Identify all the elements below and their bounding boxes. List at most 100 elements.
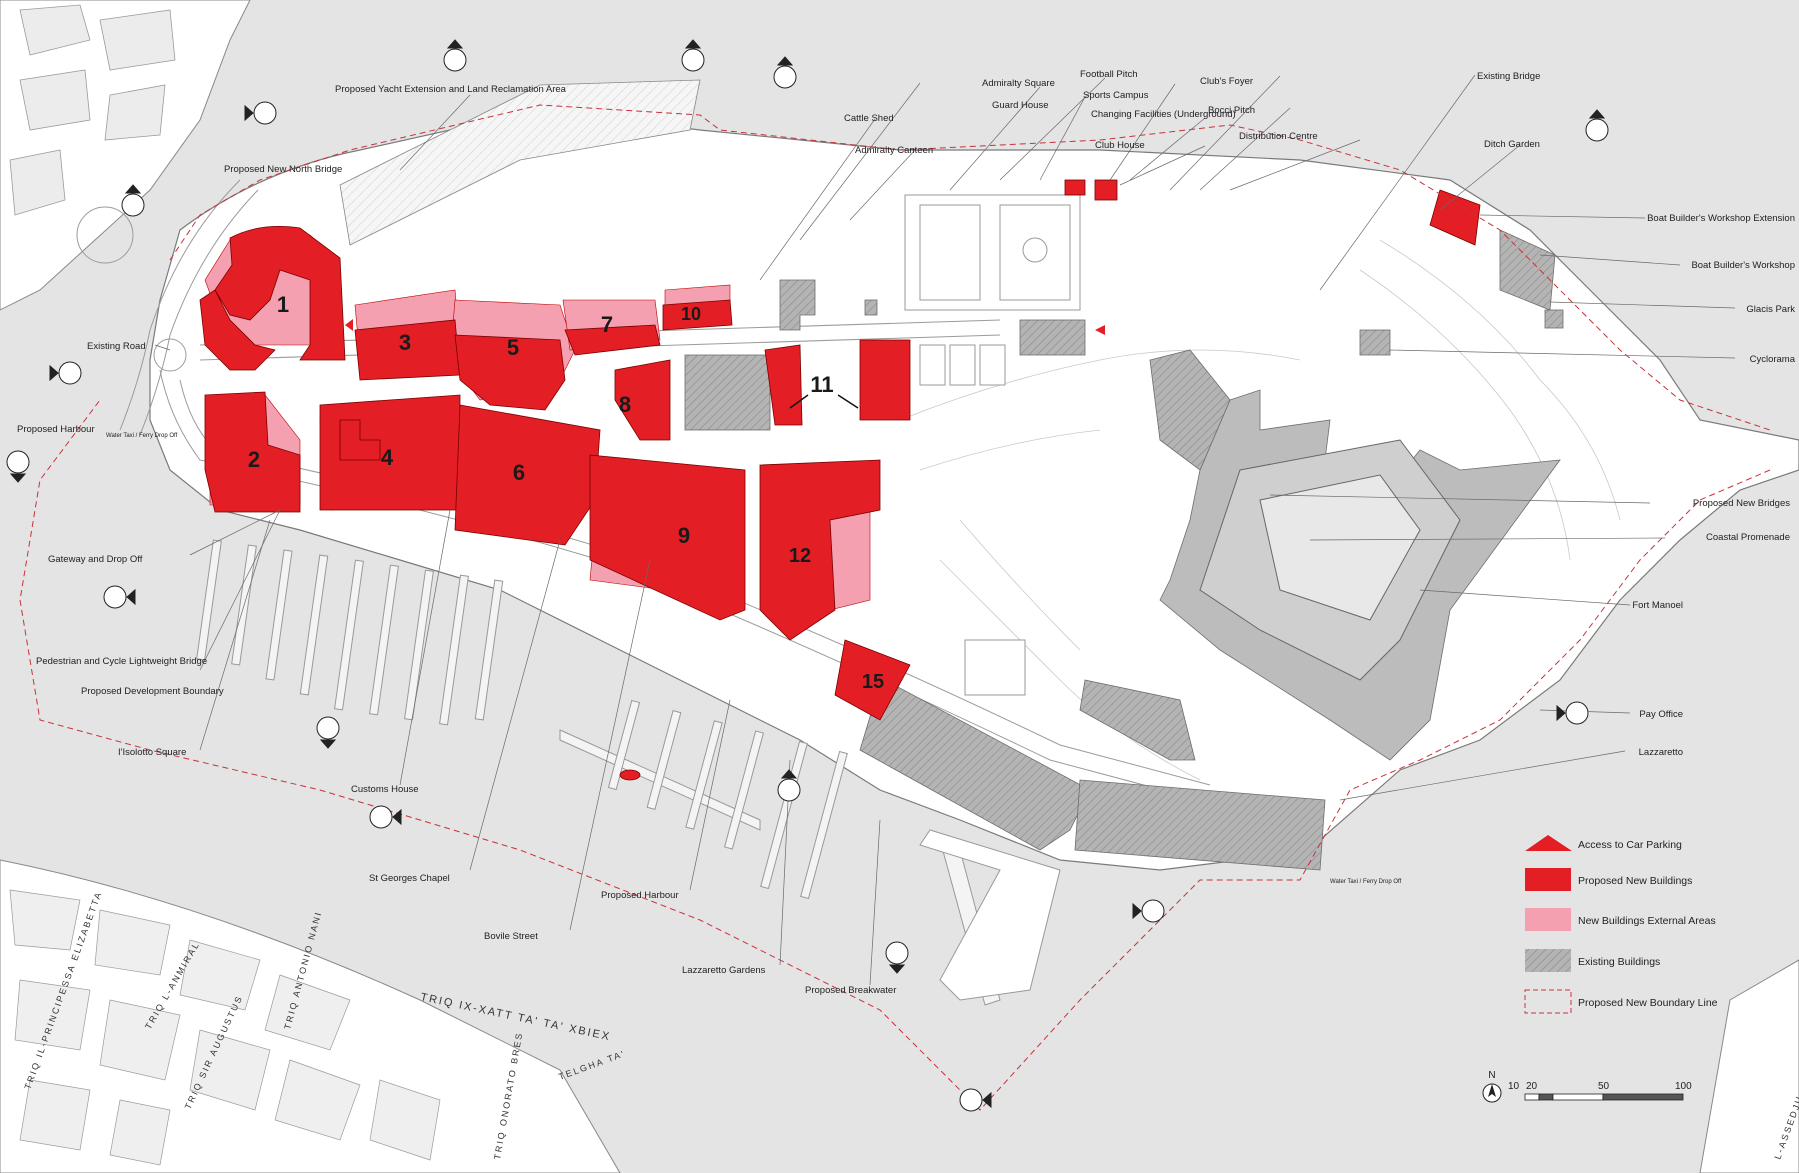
section-marker-icon <box>1132 899 1165 923</box>
plot-8 <box>614 359 671 441</box>
label-new-bridges: Proposed New Bridges <box>1693 498 1790 509</box>
car-parking-icon <box>1525 835 1572 851</box>
label-sports-campus: Sports Campus <box>1083 90 1149 101</box>
plot-5 <box>454 334 566 411</box>
label-coastal-promenade: Coastal Promenade <box>1706 532 1790 543</box>
label-admiralty-square: Admiralty Square <box>982 78 1055 89</box>
section-marker-icon <box>103 585 136 609</box>
label-water-taxi-1: Water Taxi / Ferry Drop Off <box>106 433 178 439</box>
legend-item-external-areas: New Buildings External Areas <box>1525 908 1716 931</box>
label-boat-workshop: Boat Builder's Workshop <box>1691 260 1795 271</box>
plot-11a <box>764 344 803 426</box>
plot-number-2: 2 <box>248 447 260 472</box>
new-buildings <box>199 179 1481 781</box>
land-reclamation-area <box>339 79 701 246</box>
svg-text:Proposed New Buildings: Proposed New Buildings <box>1578 875 1692 887</box>
label-pay-office: Pay Office <box>1639 709 1683 720</box>
svg-text:N: N <box>1488 1070 1495 1081</box>
section-marker-icon <box>244 101 277 125</box>
label-club-house: Club House <box>1095 140 1145 151</box>
svg-text:100: 100 <box>1675 1081 1692 1092</box>
legend-item-existing-buildings: Existing Buildings <box>1525 949 1660 972</box>
leader-lines <box>154 74 1736 986</box>
mainland-south <box>0 859 621 1173</box>
label-cyclorama: Cyclorama <box>1750 354 1796 365</box>
annotations: Proposed Yacht Extension and Land Reclam… <box>17 69 1796 996</box>
section-marker-icon <box>49 361 82 385</box>
label-bocci-pitch: Bocci Pitch <box>1208 105 1255 116</box>
label-breakwater: Proposed Breakwater <box>805 985 896 996</box>
proposed-boundary <box>19 104 1771 1111</box>
label-guard-house: Guard House <box>992 100 1049 111</box>
plot-10 <box>662 299 733 331</box>
plot-12 <box>759 459 881 641</box>
label-admiralty-canteen: Admiralty Canteen <box>855 145 933 156</box>
section-marker-icon <box>369 805 402 829</box>
plot-4 <box>319 394 461 511</box>
plot-numbers: 1 2 3 4 5 6 7 8 9 10 11 12 15 <box>248 292 884 693</box>
section-marker-icon <box>773 56 797 89</box>
label-fort-manoel: Fort Manoel <box>1632 600 1683 611</box>
plot-number-1: 1 <box>277 292 289 317</box>
legend-item-car-parking: Access to Car Parking <box>1525 835 1682 851</box>
boundary-swatch <box>1524 989 1572 1014</box>
label-ped-bridge: Pedestrian and Cycle Lightweight Bridge <box>36 656 207 667</box>
section-marker-icon <box>1556 701 1589 725</box>
section-marker-icon <box>6 450 30 483</box>
legend: Access to Car Parking Proposed New Build… <box>1524 835 1718 1014</box>
label-customs: Customs House <box>351 784 419 795</box>
label-existing-road: Existing Road <box>87 341 146 352</box>
section-marker-icon <box>959 1088 992 1112</box>
section-marker-icon <box>1585 109 1609 142</box>
section-marker-icon <box>443 39 467 72</box>
label-bovile: Bovile Street <box>484 931 538 942</box>
label-proposed-harbour-left: Proposed Harbour <box>17 424 95 435</box>
plot-number-15: 15 <box>862 671 884 693</box>
marina-pontoons <box>196 539 1001 1006</box>
plot-number-7: 7 <box>601 312 613 337</box>
svg-text:New Buildings External Areas: New Buildings External Areas <box>1578 915 1716 927</box>
legend-item-boundary: Proposed New Boundary Line <box>1524 989 1718 1014</box>
svg-text:Proposed New Boundary Line: Proposed New Boundary Line <box>1578 997 1718 1009</box>
section-marker-icon <box>681 39 705 72</box>
plot-number-12: 12 <box>789 545 811 567</box>
label-glacis-park: Glacis Park <box>1746 304 1795 315</box>
plot-number-8: 8 <box>619 392 631 417</box>
section-marker-icon <box>885 941 909 974</box>
plot-2 <box>204 391 301 513</box>
section-marker-icon <box>777 769 801 802</box>
plot-11b <box>859 339 911 421</box>
plot-number-9: 9 <box>678 523 690 548</box>
label-changing-facilities: Changing Facilities (Underground) <box>1091 109 1236 120</box>
label-water-taxi-2: Water Taxi / Ferry Drop Off <box>1330 879 1402 885</box>
label-dev-boundary: Proposed Development Boundary <box>81 686 224 697</box>
plot-7 <box>564 324 661 356</box>
club-house <box>1094 179 1118 201</box>
mainland-east <box>1699 959 1799 1173</box>
sports-campus <box>904 194 1081 696</box>
plot-number-10: 10 <box>681 304 701 324</box>
breakwater <box>919 829 1061 1001</box>
label-isolotto: I'Isolotto Square <box>118 747 186 758</box>
new-building-swatch <box>1525 868 1571 891</box>
label-cattle-shed: Cattle Shed <box>844 113 894 124</box>
svg-text:10: 10 <box>1508 1081 1520 1092</box>
plot-number-6: 6 <box>513 460 525 485</box>
label-clubs-foyer: Club's Foyer <box>1200 76 1253 87</box>
scale-bar: 10 20 50 100 <box>1508 1081 1692 1101</box>
legend-item-new-buildings: Proposed New Buildings <box>1525 868 1692 891</box>
plot-number-11: 11 <box>810 372 833 397</box>
label-yacht-extension: Proposed Yacht Extension and Land Reclam… <box>335 84 567 95</box>
section-marker-icon <box>316 716 340 749</box>
label-boat-ext: Boat Builder's Workshop Extension <box>1647 213 1795 224</box>
external-area-swatch <box>1525 908 1571 931</box>
north-arrow: N <box>1482 1070 1502 1103</box>
svg-text:50: 50 <box>1598 1081 1610 1092</box>
plot-9 <box>589 454 746 621</box>
label-ditch-garden: Ditch Garden <box>1484 139 1540 150</box>
label-existing-bridge: Existing Bridge <box>1477 71 1540 82</box>
plot-number-3: 3 <box>399 330 411 355</box>
label-football-pitch: Football Pitch <box>1080 69 1138 80</box>
car-parking-access <box>345 319 1105 667</box>
